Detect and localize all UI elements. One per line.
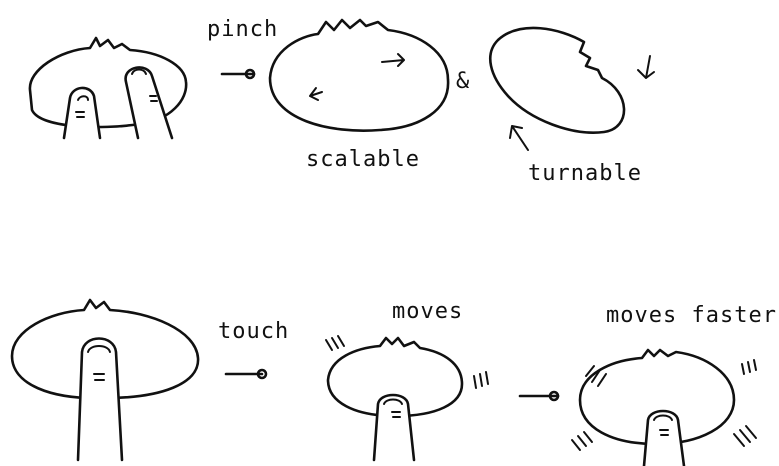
scalable-label: scalable <box>306 147 420 172</box>
turnable-label: turnable <box>528 161 642 186</box>
pinch-blob-with-fingers <box>28 36 188 140</box>
touch-arrow <box>224 368 268 380</box>
moves-arrow <box>518 390 560 402</box>
moves-faster-label: moves faster <box>606 303 777 328</box>
touch-label: touch <box>218 319 289 344</box>
pinch-arrow <box>220 68 256 80</box>
pinch-label: pinch <box>207 17 278 42</box>
moving-blob <box>325 335 489 462</box>
moves-label: moves <box>392 299 463 324</box>
scalable-blob <box>268 18 450 132</box>
fast-moving-blob <box>571 348 757 466</box>
touch-blob-with-finger <box>10 298 200 462</box>
and-symbol: & <box>456 69 470 94</box>
turnable-blob <box>489 26 655 151</box>
